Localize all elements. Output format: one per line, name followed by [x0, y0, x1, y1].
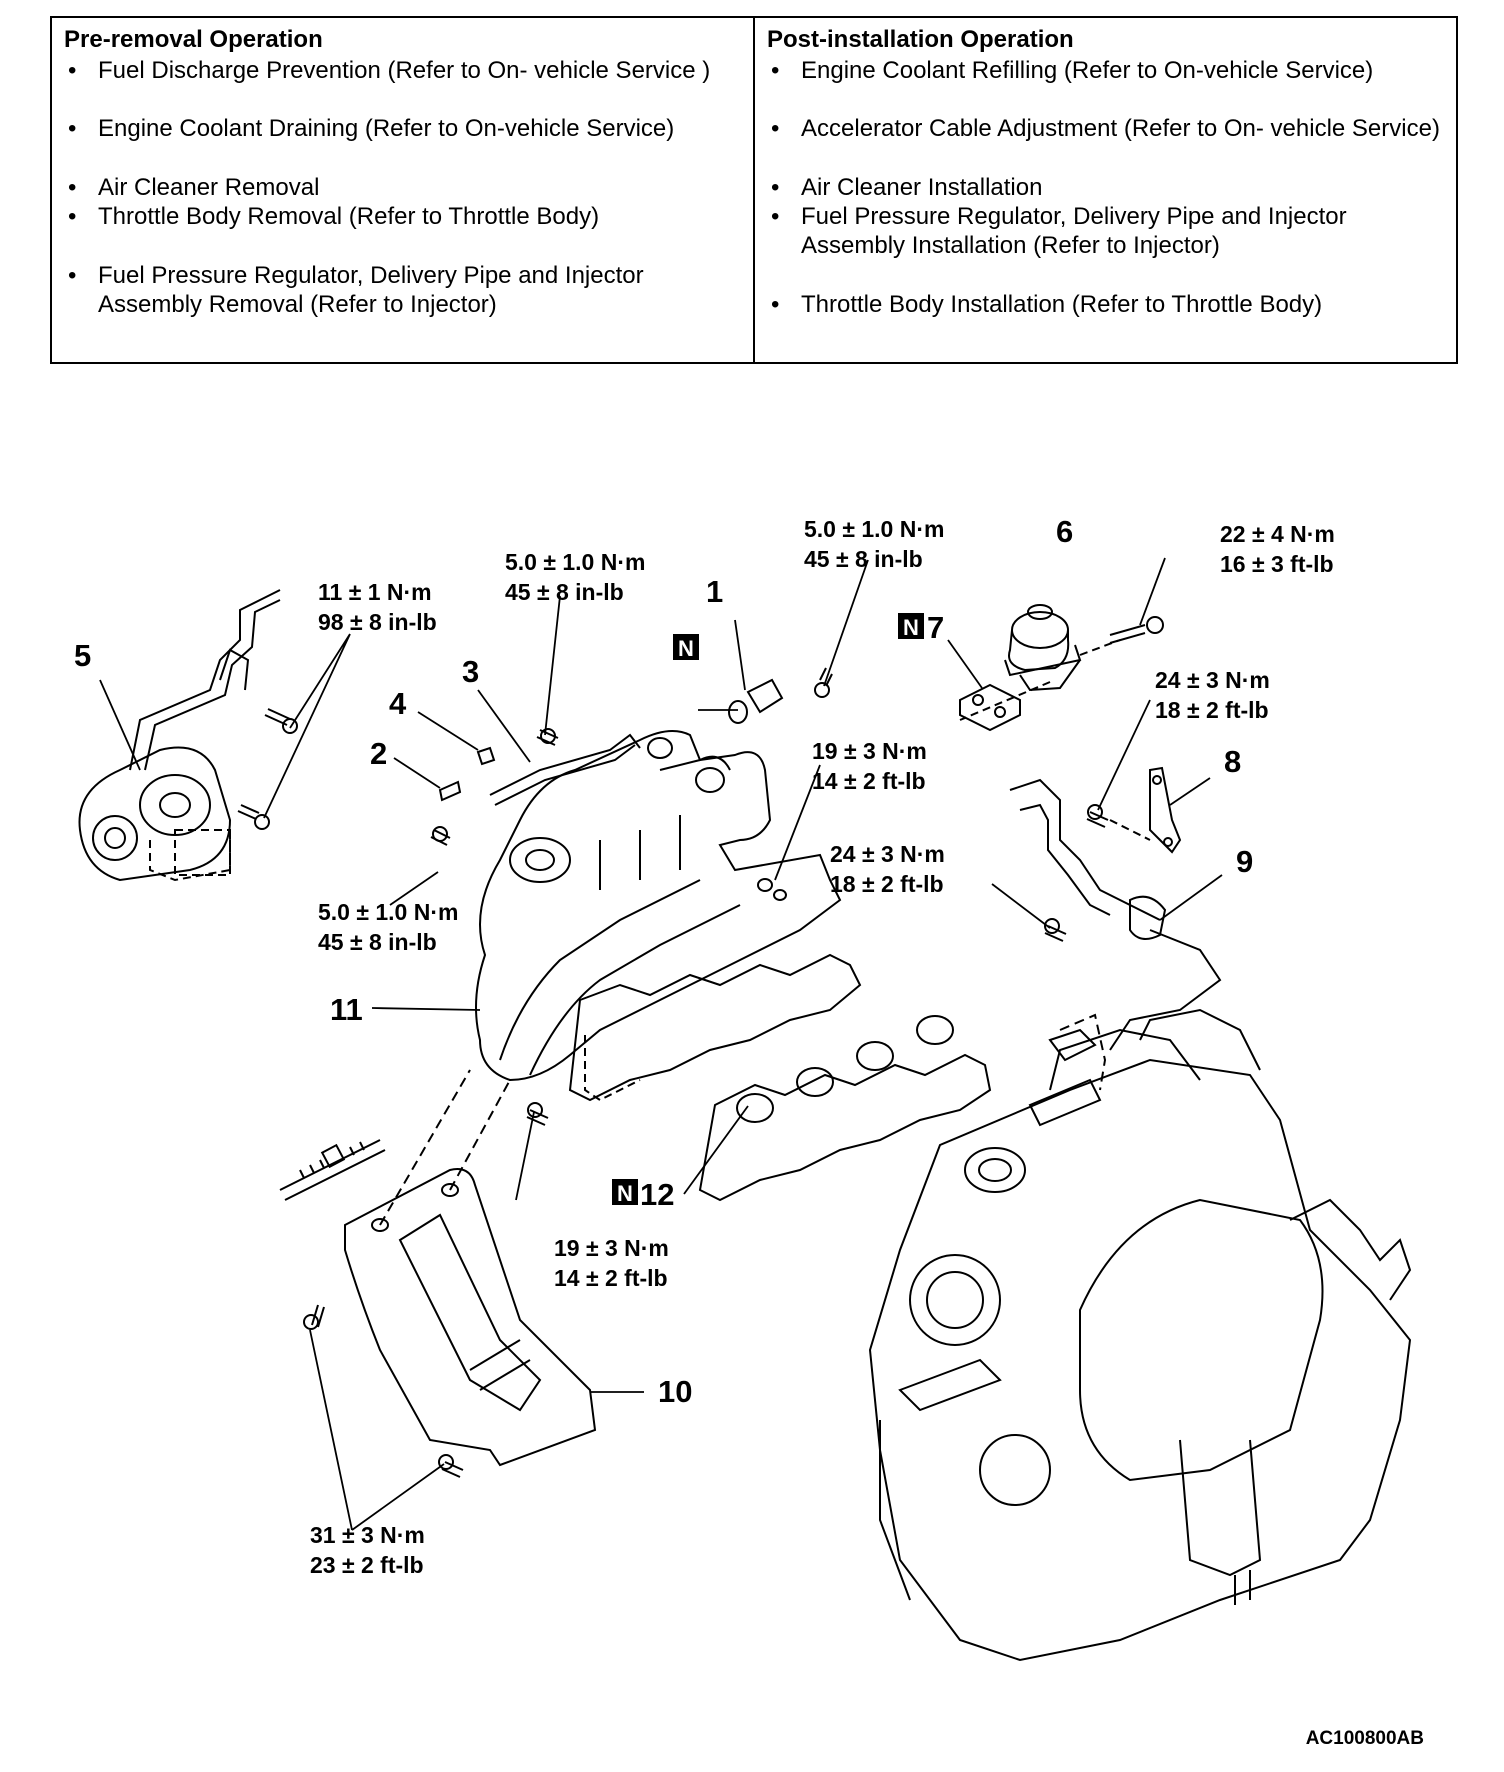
new-part-marker	[612, 1179, 638, 1205]
torque-nm-label: 5.0 ± 1.0 N·m	[505, 549, 645, 575]
torque-imperial-label: 14 ± 2 ft-lb	[554, 1265, 668, 1291]
callout-1: 1	[706, 574, 723, 609]
torque-nm-label: 22 ± 4 N·m	[1220, 521, 1335, 547]
torque-nm-label: 24 ± 3 N·m	[1155, 667, 1270, 693]
pre-removal-item: Fuel Pressure Regulator, Delivery Pipe a…	[64, 261, 644, 319]
torque-imperial-label: 16 ± 3 ft-lb	[1220, 551, 1334, 577]
torque-imperial-label: 18 ± 2 ft-lb	[1155, 697, 1269, 723]
torque-nm-label: 19 ± 3 N·m	[554, 1235, 669, 1261]
post-installation-item: Engine Coolant Refilling (Refer to On-ve…	[767, 56, 1373, 85]
pre-removal-item: Throttle Body Removal (Refer to Throttle…	[64, 202, 599, 231]
callout-4: 4	[389, 686, 407, 721]
torque-imperial-label: 98 ± 8 in-lb	[318, 609, 437, 635]
engine-block-drawing	[868, 1008, 1412, 1662]
pre-removal-item: Engine Coolant Draining (Refer to On-veh…	[64, 114, 674, 143]
callout-5: 5	[74, 638, 91, 673]
callout-11: 11	[330, 992, 363, 1027]
callout-12: 12	[640, 1177, 674, 1212]
torque-imperial-label: 18 ± 2 ft-lb	[830, 871, 944, 897]
figure-code: AC100800AB	[1305, 1728, 1424, 1749]
leader-lines	[99, 557, 1223, 1531]
torque-imperial-label: 45 ± 8 in-lb	[318, 929, 437, 955]
callout-8: 8	[1224, 744, 1241, 779]
new-part-marker-letter: N	[903, 615, 919, 640]
callout-10: 10	[658, 1374, 692, 1409]
torque-nm-label: 5.0 ± 1.0 N·m	[804, 516, 944, 542]
callout-6: 6	[1056, 514, 1073, 549]
torque-imperial-label: 23 ± 2 ft-lb	[310, 1552, 424, 1578]
intake-manifold-drawing	[475, 730, 862, 1102]
torque-nm-label: 11 ± 1 N·m	[318, 579, 432, 605]
egr-valve-drawing	[959, 604, 1164, 721]
new-part-marker-letter: N	[678, 636, 694, 661]
callout-numbers: 1 2 3 4 5 6 7 8 9 10 11 12	[74, 514, 1253, 1409]
new-part-markers: N N N	[612, 613, 924, 1206]
pre-removal-item: Fuel Discharge Prevention (Refer to On- …	[64, 56, 710, 85]
torque-imperial-label: 14 ± 2 ft-lb	[812, 768, 926, 794]
torque-nm-label: 19 ± 3 N·m	[812, 738, 927, 764]
post-installation-item: Air Cleaner Installation	[767, 173, 1042, 202]
torque-imperial-label: 45 ± 8 in-lb	[804, 546, 923, 572]
stud-bolt-drawing	[279, 1139, 386, 1201]
pre-removal-heading: Pre-removal Operation	[64, 26, 323, 53]
new-part-marker	[673, 634, 699, 660]
post-installation-column: Post-installation Operation Engine Coola…	[755, 18, 1456, 362]
callout-7: 7	[927, 610, 944, 645]
torque-nm-label: 31 ± 3 N·m	[310, 1522, 425, 1548]
post-installation-item: Throttle Body Installation (Refer to Thr…	[767, 290, 1322, 319]
callout-2: 2	[370, 736, 387, 771]
manifold-stay-drawing	[344, 1069, 597, 1467]
egr-gasket-drawing	[959, 683, 1021, 732]
torque-labels: 11 ± 1 N·m 98 ± 8 in-lb 5.0 ± 1.0 N·m 45…	[310, 516, 1335, 1578]
pre-removal-column: Pre-removal Operation Fuel Discharge Pre…	[52, 18, 755, 362]
new-part-marker	[898, 613, 924, 639]
gasket-drawing	[698, 1015, 992, 1202]
post-installation-heading: Post-installation Operation	[767, 26, 1074, 53]
torque-nm-label: 5.0 ± 1.0 N·m	[318, 899, 458, 925]
bolt-drawing	[237, 708, 298, 830]
pre-removal-item: Air Cleaner Removal	[64, 173, 319, 202]
callout-9: 9	[1236, 844, 1253, 879]
bracket-drawing	[489, 733, 641, 806]
callout-3: 3	[462, 654, 479, 689]
sensor-drawing	[728, 667, 833, 724]
throttle-body-drawing	[78, 589, 281, 882]
new-part-marker-letter: N	[617, 1181, 633, 1206]
torque-nm-label: 24 ± 3 N·m	[830, 841, 945, 867]
small-bolt-drawing	[303, 728, 1109, 1478]
egr-pipe-drawing	[1009, 778, 1222, 1051]
post-installation-item: Fuel Pressure Regulator, Delivery Pipe a…	[767, 202, 1347, 260]
egr-pipe-support-drawing	[1109, 766, 1182, 854]
post-installation-item: Accelerator Cable Adjustment (Refer to O…	[767, 114, 1440, 143]
torque-imperial-label: 45 ± 8 in-lb	[505, 579, 624, 605]
operations-table: Pre-removal Operation Fuel Discharge Pre…	[50, 16, 1458, 364]
